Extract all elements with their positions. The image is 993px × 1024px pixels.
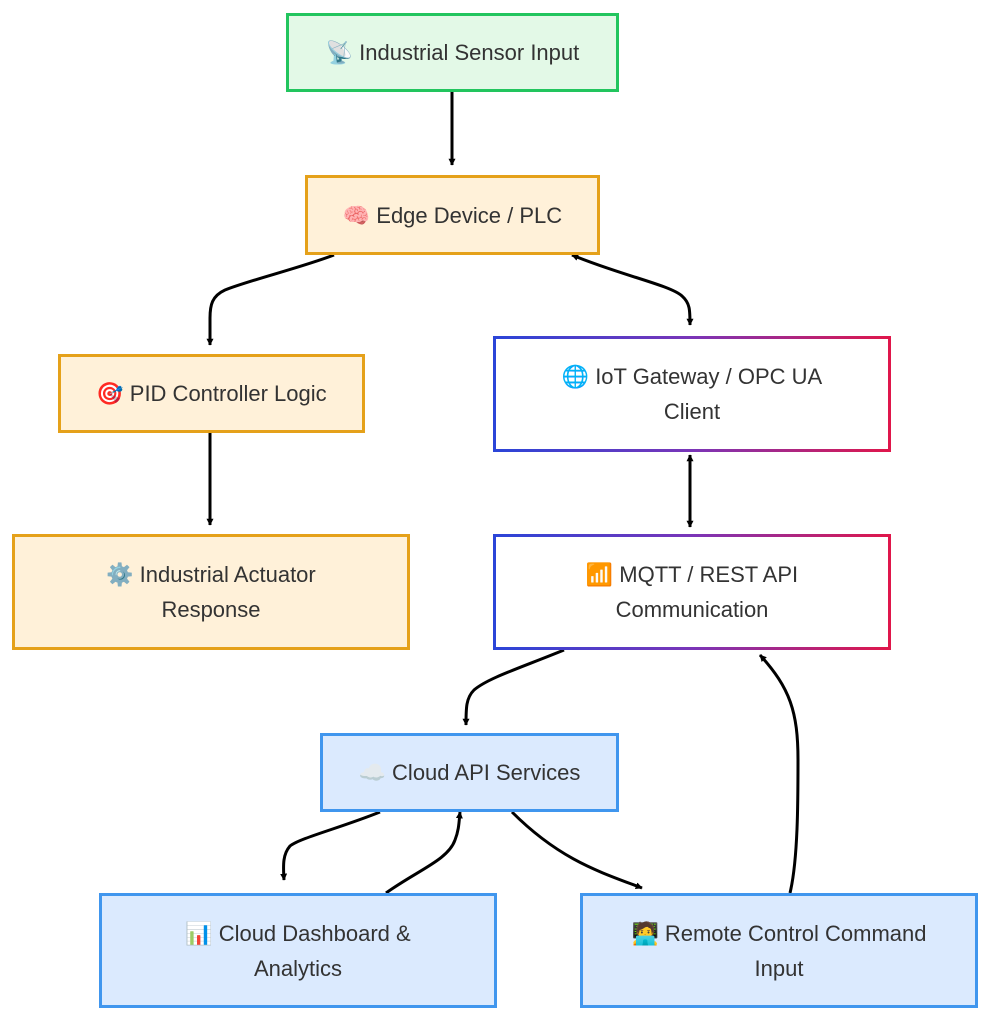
node-mqtt-rest-api-communication[interactable]: 📶MQTT / REST API Communication bbox=[493, 534, 891, 650]
satellite-antenna-icon: 📡 bbox=[325, 40, 354, 65]
node-label-line-2: Communication bbox=[615, 597, 769, 622]
node-remote-control-command-input[interactable]: 🧑‍💻Remote Control Command Input bbox=[580, 893, 978, 1008]
node-label: Cloud API Services bbox=[392, 760, 581, 785]
node-cloud-dashboard-analytics[interactable]: 📊Cloud Dashboard & Analytics bbox=[99, 893, 497, 1008]
edge-edge-gateway-bidirectional bbox=[571, 253, 694, 326]
node-label-line-2: Analytics bbox=[253, 955, 343, 981]
node-label-line-1: 📶MQTT / REST API bbox=[586, 557, 798, 592]
edge-dashboard-to-cloud bbox=[385, 811, 463, 895]
node-label-line-1: 🌐IoT Gateway / OPC UA bbox=[562, 359, 822, 394]
node-label-line-2: Client bbox=[663, 399, 721, 424]
edge-remote-to-mqtt bbox=[758, 653, 800, 894]
node-label: Edge Device / PLC bbox=[376, 202, 563, 228]
node-iot-gateway-opc-ua-client[interactable]: 🌐IoT Gateway / OPC UA Client bbox=[493, 336, 891, 452]
node-label: Industrial Actuator bbox=[139, 562, 316, 587]
node-label-line-2: Input bbox=[754, 955, 804, 981]
edge-mqtt-to-cloud bbox=[462, 648, 565, 726]
bar-chart-icon: 📊 bbox=[185, 920, 213, 946]
cloud-icon: ☁️ bbox=[358, 760, 387, 785]
node-label: Remote Control Command bbox=[664, 920, 927, 946]
node-label-line-1: 🧑‍💻Remote Control Command bbox=[631, 916, 926, 951]
node-cloud-api-services[interactable]: ☁️ Cloud API Services bbox=[320, 733, 619, 812]
edge-cloud-dashboard-bidirectional bbox=[280, 810, 381, 881]
brain-icon: 🧠 bbox=[342, 202, 371, 228]
edge-cloud-to-remote bbox=[510, 810, 643, 890]
node-industrial-sensor-input[interactable]: 📡 Industrial Sensor Input bbox=[286, 13, 619, 92]
signal-bars-icon: 📶 bbox=[585, 562, 614, 587]
node-label: IoT Gateway / OPC UA bbox=[595, 364, 823, 389]
node-label: MQTT / REST API bbox=[619, 562, 799, 587]
edge-edge-to-pid bbox=[206, 253, 335, 346]
node-label-line-1: ⚙️Industrial Actuator bbox=[106, 557, 316, 592]
node-pid-controller-logic[interactable]: 🎯 PID Controller Logic bbox=[58, 354, 365, 433]
gear-icon: ⚙️ bbox=[106, 562, 134, 587]
node-label: Cloud Dashboard & bbox=[218, 920, 411, 946]
node-label: Industrial Sensor Input bbox=[359, 40, 580, 65]
node-label-line-1: 📊Cloud Dashboard & bbox=[185, 916, 410, 951]
node-label-line-2: Response bbox=[161, 597, 261, 622]
node-industrial-actuator-response[interactable]: ⚙️Industrial Actuator Response bbox=[12, 534, 410, 650]
technologist-icon: 🧑‍💻 bbox=[631, 920, 659, 946]
node-label: PID Controller Logic bbox=[129, 381, 327, 406]
globe-icon: 🌐 bbox=[561, 364, 590, 389]
target-icon: 🎯 bbox=[96, 381, 124, 406]
node-edge-device-plc[interactable]: 🧠 Edge Device / PLC bbox=[305, 175, 600, 255]
